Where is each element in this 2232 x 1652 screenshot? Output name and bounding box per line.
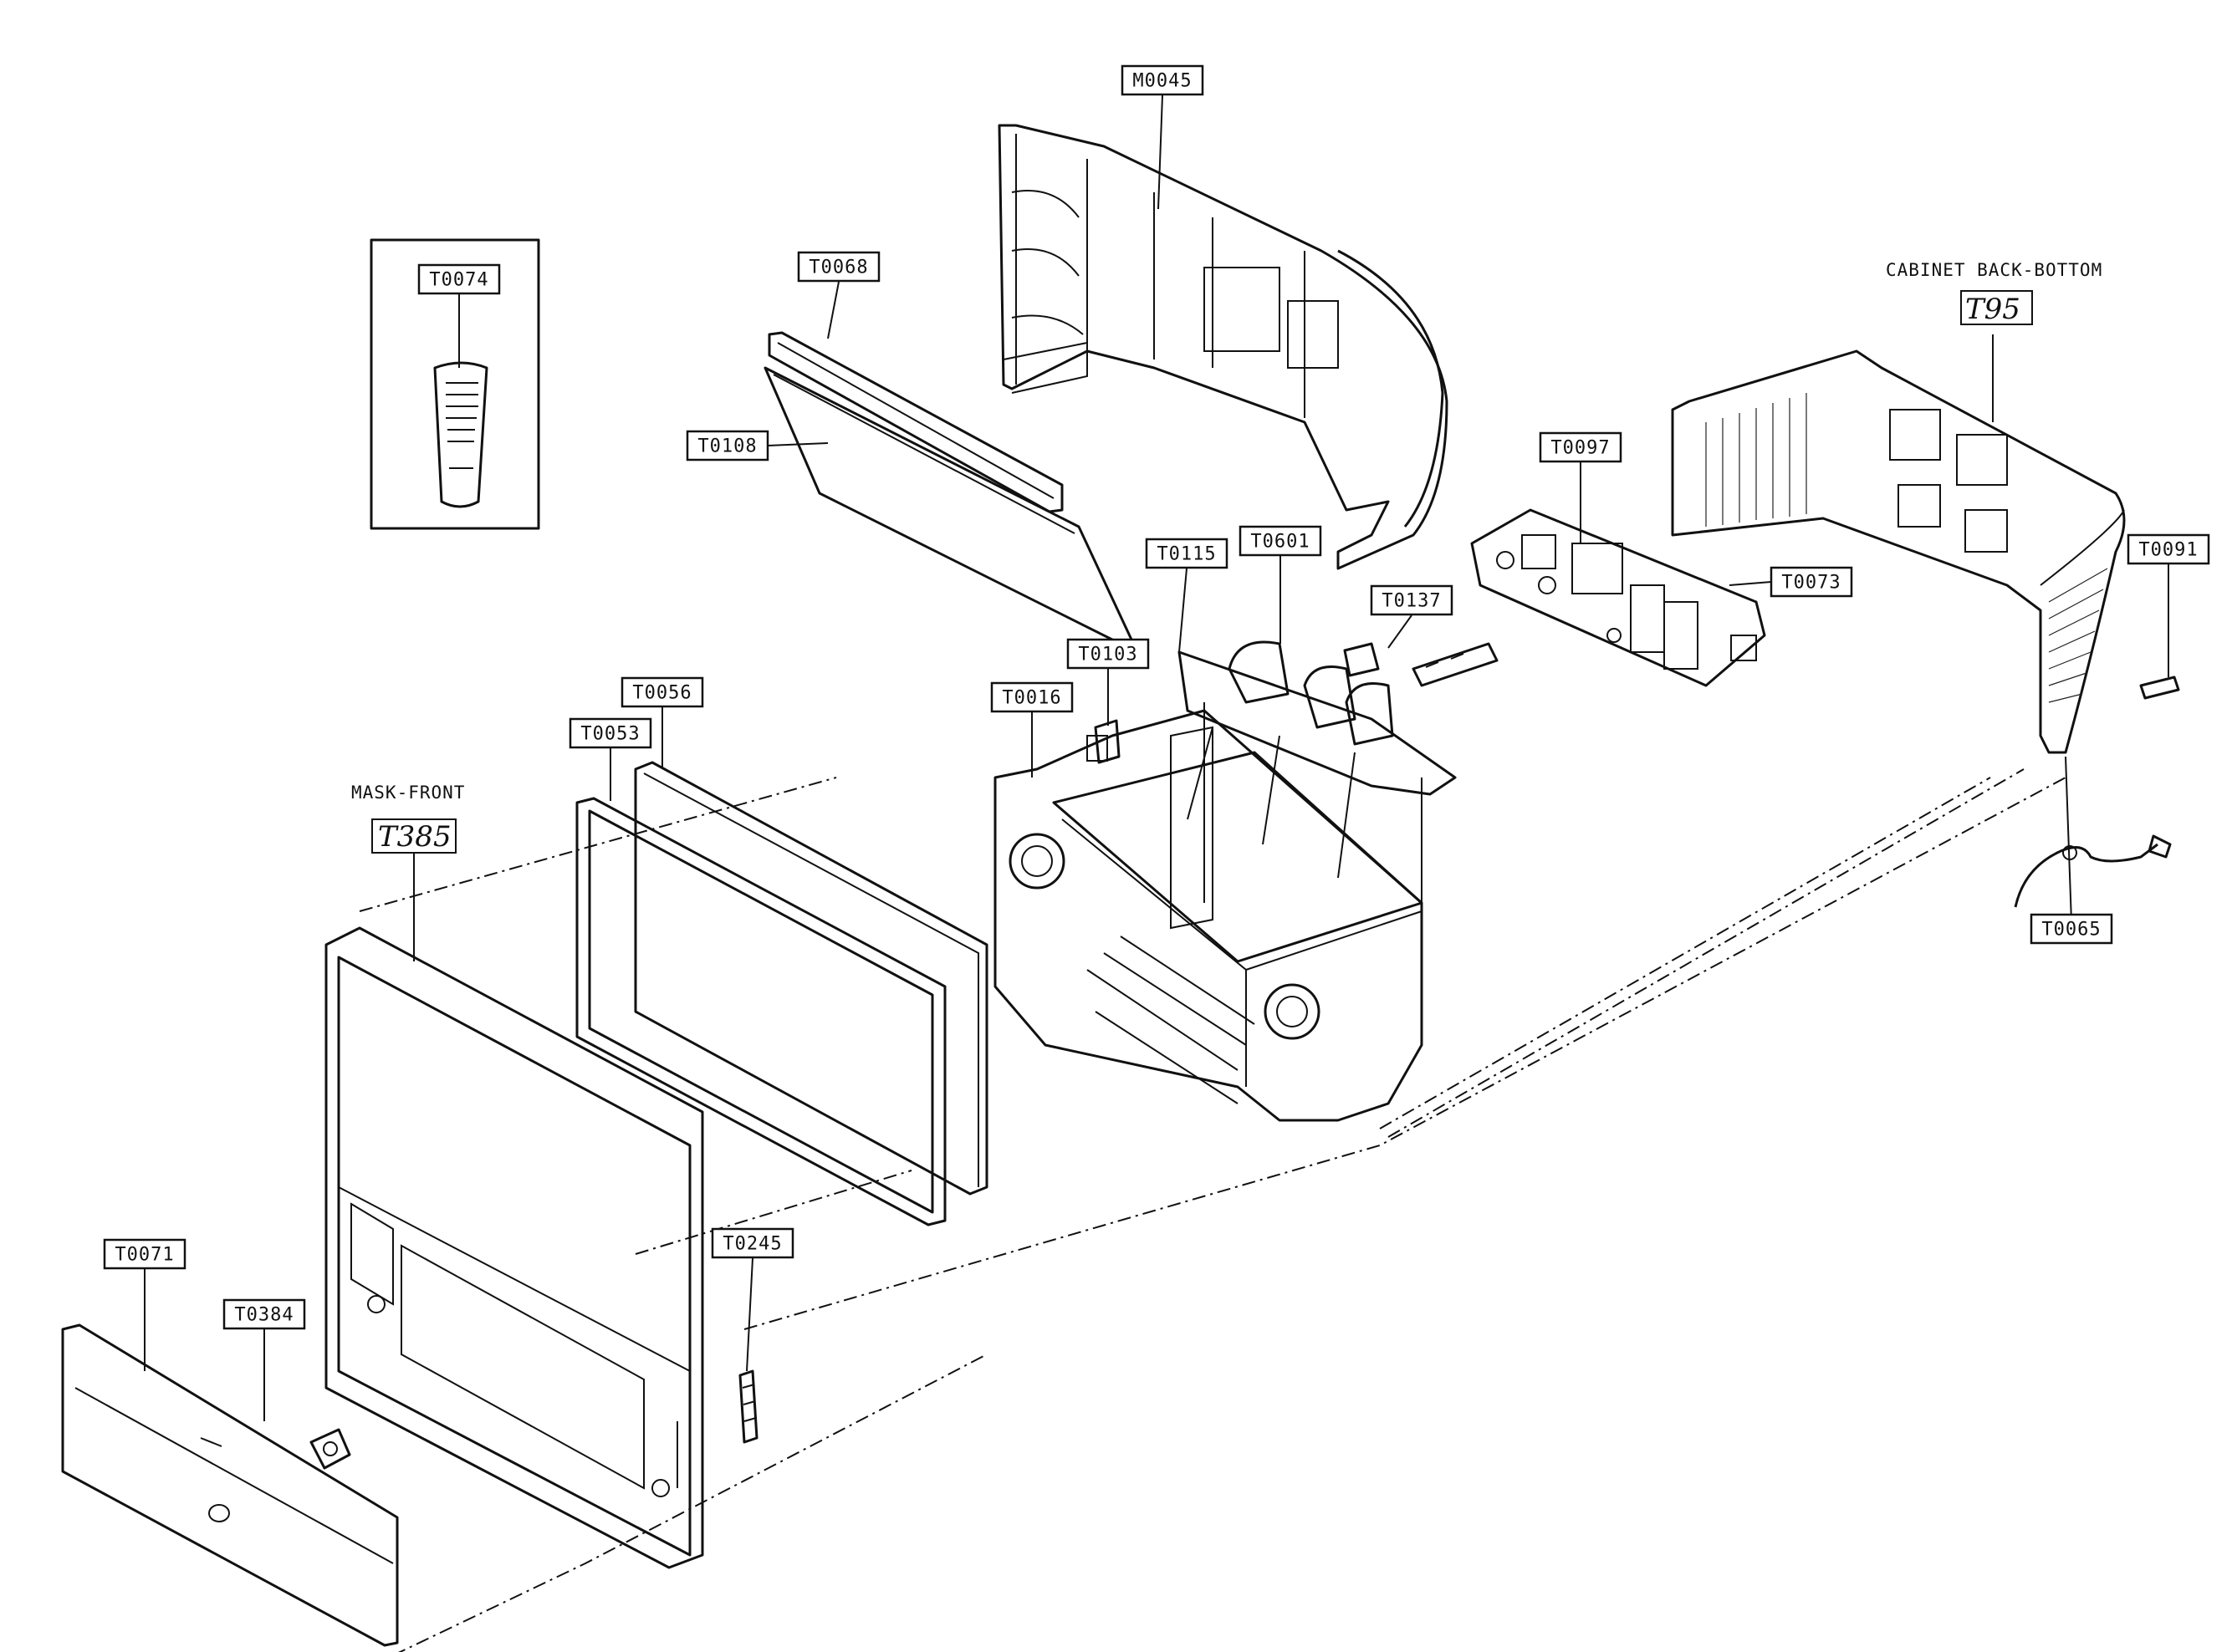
- part-label-box: [569, 717, 652, 749]
- caption-mask-front-code-box: [371, 818, 457, 854]
- main-circuit-board: [1470, 508, 1766, 687]
- front-door: [61, 1323, 399, 1647]
- front-mask: [324, 926, 704, 1569]
- part-label-text: T0071: [115, 1245, 174, 1266]
- alignment-lines: [359, 768, 2066, 1652]
- part-label-box: [222, 1298, 306, 1330]
- cabinet-back-bottom: [1671, 349, 2126, 754]
- part-label-text: T0115: [1157, 544, 1216, 565]
- part-label-text: M0045: [1132, 71, 1192, 92]
- screen-layers: [575, 761, 988, 1226]
- part-label-box: [1539, 431, 1622, 463]
- part-label-t0068: T0068: [797, 251, 881, 283]
- part-label-text: T0073: [1781, 573, 1841, 594]
- part-label-box: [2030, 913, 2113, 945]
- part-label-box: [797, 251, 881, 283]
- part-label-box: [103, 1238, 186, 1270]
- part-label-box: [1239, 525, 1322, 557]
- part-label-t0115: T0115: [1145, 538, 1228, 569]
- part-label-text: T0601: [1250, 532, 1310, 553]
- part-label-t0074: T0074: [417, 263, 501, 295]
- screen-panel: [764, 331, 1139, 654]
- caption-cabinet-back-code-box: [1960, 290, 2033, 325]
- part-label-t0137: T0137: [1370, 584, 1453, 616]
- part-label-t0245: T0245: [711, 1227, 794, 1259]
- part-label-text: T0384: [234, 1305, 294, 1326]
- part-label-box: [2127, 533, 2210, 565]
- part-label-t0065: T0065: [2030, 913, 2113, 945]
- part-label-text: T0103: [1078, 645, 1137, 665]
- caption-mask-front: MASK-FRONT: [351, 783, 465, 803]
- part-label-t0056: T0056: [621, 676, 704, 708]
- part-label-box: [1066, 638, 1150, 670]
- part-label-t0108: T0108: [686, 430, 769, 461]
- leader-lines: [144, 94, 2169, 1421]
- part-label-box: [1370, 584, 1453, 616]
- part-label-text: T0056: [632, 683, 692, 704]
- part-label-t0384: T0384: [222, 1298, 306, 1330]
- part-label-text: T0068: [809, 257, 868, 278]
- part-label-text: T0137: [1382, 591, 1441, 612]
- small-components: [1094, 642, 1499, 764]
- part-label-text: T0091: [2138, 540, 2198, 561]
- caption-cabinet-back-code: T95: [1965, 293, 2020, 326]
- cabinet-top: [998, 124, 1448, 570]
- power-cord: [2014, 834, 2172, 908]
- part-label-t0071: T0071: [103, 1238, 186, 1270]
- chassis-frame: [993, 640, 1457, 1122]
- part-label-box: [686, 430, 769, 461]
- part-label-text: T0074: [429, 270, 488, 291]
- part-label-box: [417, 263, 501, 295]
- part-label-text: T0065: [2041, 920, 2101, 941]
- remote-control-group: [370, 238, 540, 530]
- part-label-t0016: T0016: [990, 681, 1074, 713]
- part-label-text: T0245: [723, 1234, 782, 1255]
- part-label-box: [1770, 566, 1853, 598]
- caption-mask-front-code: T385: [378, 820, 452, 854]
- side-buttons: [738, 1369, 758, 1444]
- part-label-box: [1145, 538, 1228, 569]
- part-label-box: [1121, 64, 1204, 96]
- part-label-text: T0016: [1002, 688, 1061, 709]
- part-label-t0103: T0103: [1066, 638, 1150, 670]
- part-label-t0091: T0091: [2127, 533, 2210, 565]
- part-label-box: [621, 676, 704, 708]
- part-label-m0045: M0045: [1121, 64, 1204, 96]
- part-label-t0053: T0053: [569, 717, 652, 749]
- part-label-text: T0108: [697, 436, 757, 457]
- part-label-t0601: T0601: [1239, 525, 1322, 557]
- bracket-t0091: [2139, 676, 2180, 700]
- part-label-t0073: T0073: [1770, 566, 1853, 598]
- part-label-text: T0097: [1550, 438, 1610, 459]
- knob-t0384: [309, 1428, 351, 1470]
- part-label-t0097: T0097: [1539, 431, 1622, 463]
- part-label-box: [711, 1227, 794, 1259]
- part-label-box: [990, 681, 1074, 713]
- caption-cabinet-back: CABINET BACK-BOTTOM: [1886, 260, 2102, 280]
- part-label-text: T0053: [580, 724, 640, 745]
